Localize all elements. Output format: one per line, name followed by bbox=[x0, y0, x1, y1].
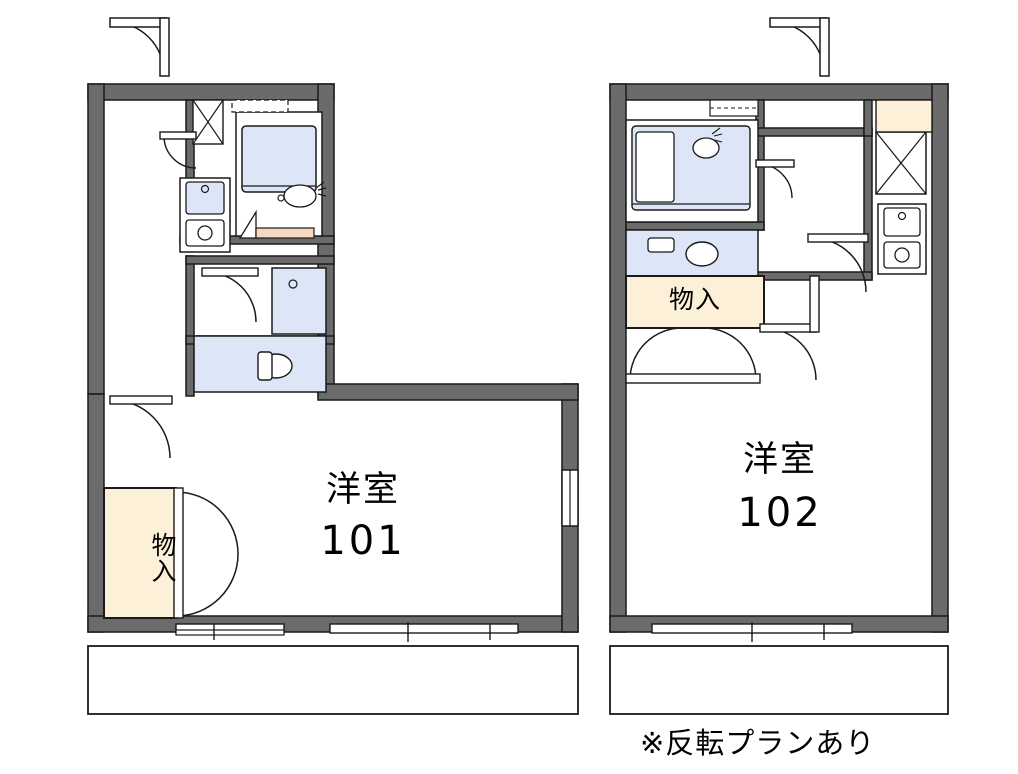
unit-102-room-number: 102 bbox=[737, 490, 823, 536]
unit-102-room-label: 洋室 bbox=[742, 440, 817, 480]
unit-102-closet-label: 物入 bbox=[668, 285, 721, 314]
unit-101-closet-label-line1: 物入 bbox=[148, 532, 177, 584]
unit-101-drawing bbox=[87, 17, 579, 715]
unit-101-plan: 洋室 101 物入 bbox=[87, 17, 579, 715]
reverse-plan-note: ※反転プランあり bbox=[640, 726, 876, 760]
unit-102-plan: 洋室 102 物入 bbox=[560, 0, 1018, 774]
unit-101-room-label: 洋室 bbox=[325, 470, 400, 510]
unit-101-room-number: 101 bbox=[320, 518, 406, 564]
unit-102-drawing bbox=[609, 17, 949, 715]
